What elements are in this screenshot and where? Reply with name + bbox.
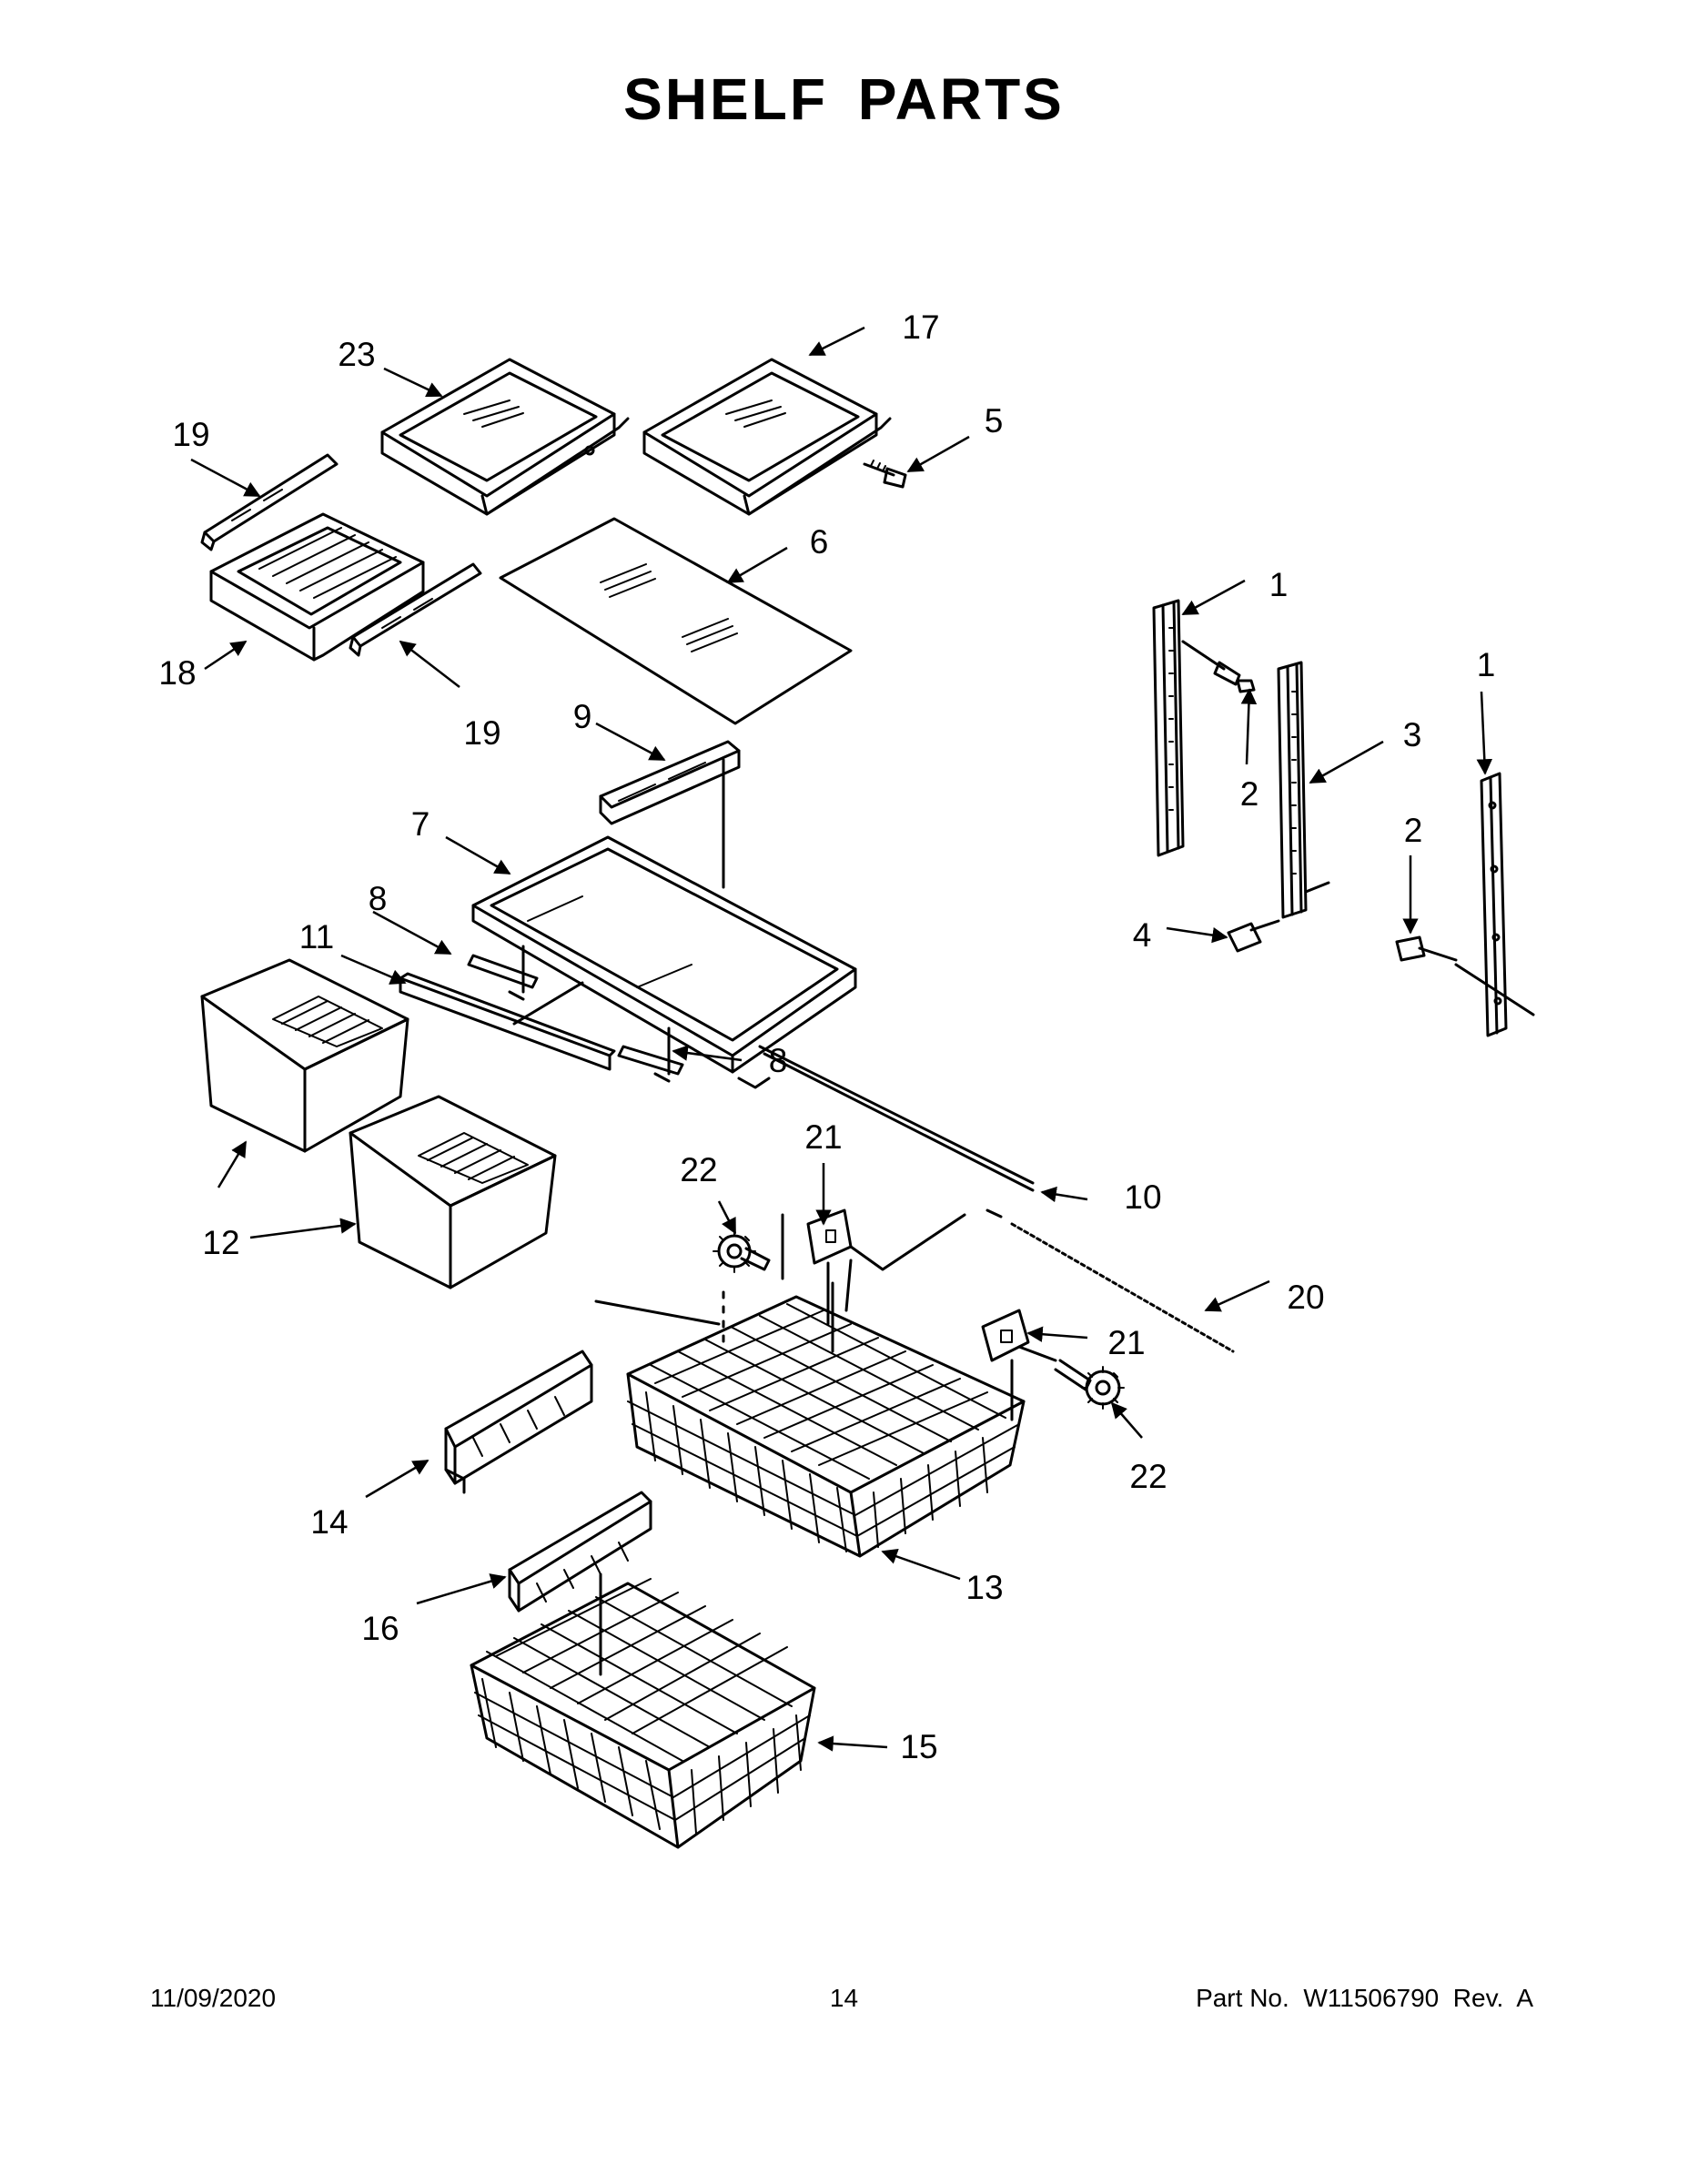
- part-8-bracket-lower: [617, 1026, 684, 1083]
- part-2-screw-lower: [1395, 935, 1458, 962]
- part-15-wire-basket: [470, 1578, 816, 1849]
- part-21-bracket-lower: [981, 1309, 1057, 1421]
- part-6-glass-panel: [499, 517, 853, 725]
- callout-2: 2: [1240, 775, 1259, 813]
- callout-15: 15: [900, 1728, 937, 1765]
- callout-9: 9: [573, 698, 592, 735]
- part-8-bracket-upper: [467, 945, 539, 1001]
- callout-1: 1: [1477, 646, 1496, 683]
- callout-5: 5: [985, 402, 1004, 440]
- footer-date: 11/09/2020: [150, 1984, 277, 2012]
- callout-8: 8: [769, 1042, 788, 1079]
- part-16-divider: [508, 1491, 652, 1676]
- footer-part-number: Part No. W11506790 Rev. A: [1196, 1984, 1533, 2012]
- part-19-rail-upper: [200, 453, 339, 551]
- part-17-shelf-frame-right: [642, 358, 892, 516]
- part-12-crisper-drawer-left: [200, 958, 409, 1153]
- part-7-slide-out-shelf: [471, 835, 857, 1089]
- callout-17: 17: [902, 308, 939, 346]
- callout-21: 21: [1107, 1324, 1145, 1361]
- callout-14: 14: [310, 1503, 348, 1541]
- callout-19: 19: [463, 714, 500, 752]
- callout-18: 18: [158, 654, 196, 692]
- callout-22: 22: [680, 1151, 717, 1188]
- callout-13: 13: [965, 1569, 1003, 1606]
- part-22-gear-left: [713, 1229, 771, 1344]
- part-2-screw-upper: [1181, 640, 1256, 693]
- page-title: SHELF PARTS: [623, 66, 1065, 132]
- part-1-rail-left: [1152, 599, 1185, 857]
- callout-19: 19: [172, 416, 209, 453]
- callout-16: 16: [361, 1610, 399, 1647]
- part-12-crisper-drawer-right: [349, 1095, 557, 1289]
- footer-page-number: 14: [829, 1984, 859, 2012]
- part-4-screw: [1227, 919, 1280, 953]
- part-11-front-trim: [399, 972, 616, 1071]
- callout-7: 7: [411, 805, 430, 843]
- part-18-drawer: [209, 512, 425, 662]
- callout-6: 6: [810, 523, 829, 561]
- callout-20: 20: [1287, 1279, 1324, 1316]
- callout-22: 22: [1129, 1458, 1167, 1495]
- part-22-gear-right: [1054, 1359, 1125, 1410]
- callout-4: 4: [1133, 916, 1152, 954]
- part-9-slide: [599, 740, 741, 889]
- callout-1: 1: [1269, 566, 1289, 603]
- part-10-rod: [758, 1045, 1035, 1192]
- part-21-bracket-upper: [781, 1208, 1003, 1326]
- part-13-wire-basket: [594, 1259, 1026, 1558]
- part-23-shelf-frame-left: [380, 358, 630, 516]
- part-19-rail-lower: [349, 562, 482, 657]
- part-5-screw: [863, 460, 907, 489]
- callout-21: 21: [804, 1118, 842, 1156]
- callout-23: 23: [338, 336, 375, 373]
- part-14-divider: [444, 1350, 593, 1494]
- callout-3: 3: [1403, 716, 1422, 753]
- callout-2: 2: [1404, 812, 1423, 849]
- part-20-rod: [1010, 1222, 1235, 1353]
- callout-8: 8: [369, 880, 388, 917]
- callout-11: 11: [299, 918, 334, 956]
- callout-12: 12: [202, 1224, 239, 1261]
- part-3-rail-middle: [1277, 661, 1330, 919]
- callout-10: 10: [1124, 1178, 1161, 1216]
- part-1-rail-right: [1454, 772, 1535, 1037]
